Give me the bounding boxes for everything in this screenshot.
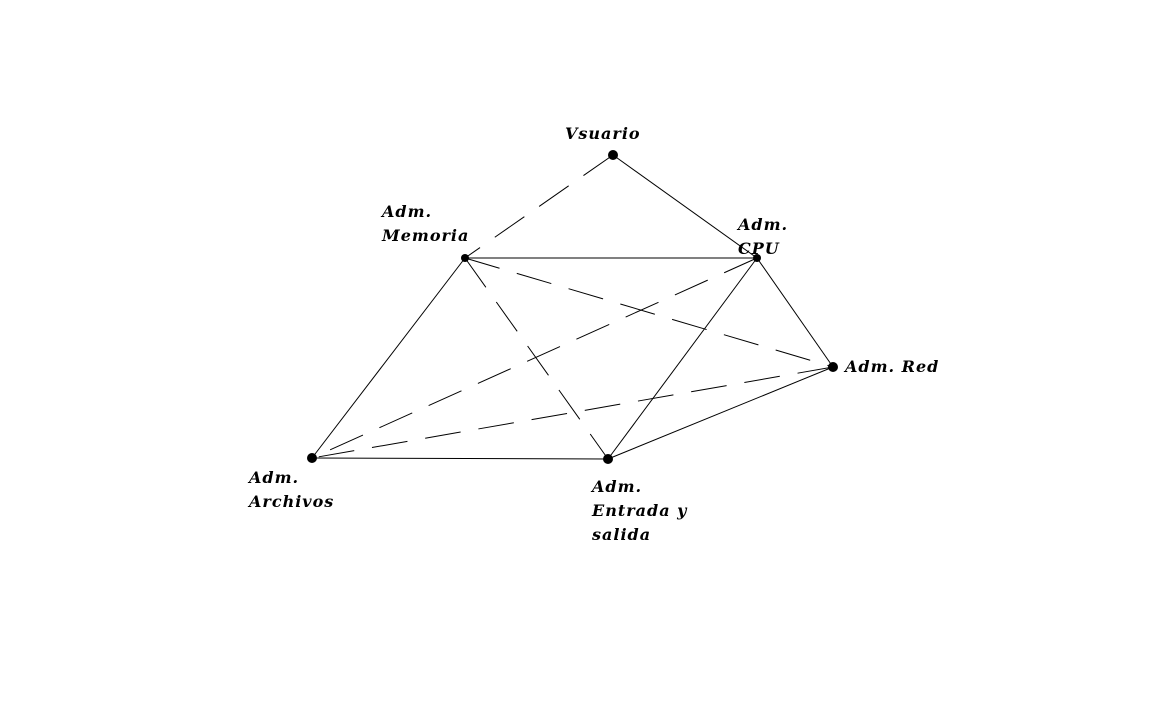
label-line: Memoria	[382, 226, 470, 245]
label-line: Entrada y	[592, 501, 688, 520]
label-line: Adm.	[738, 215, 789, 234]
edge-usuario-memoria	[464, 154, 614, 259]
label-line: Adm.	[249, 468, 300, 487]
node-label-memoria: Adm. Memoria	[382, 200, 469, 248]
label-line: Adm.	[592, 477, 643, 496]
node-archivos	[307, 453, 317, 463]
edge-cpu-red	[756, 257, 834, 368]
edge-memoria-es	[464, 257, 609, 460]
edge-red-archivos	[311, 366, 834, 459]
edge-archivos-es	[311, 457, 609, 460]
edge-cpu-es	[607, 257, 758, 460]
edge-red-es	[607, 366, 834, 460]
node-label-red: Adm. Red	[845, 357, 940, 376]
label-line: Adm.	[382, 202, 433, 221]
edge-usuario-cpu	[612, 154, 758, 259]
node-red	[828, 362, 838, 372]
node-label-es: Adm. Entrada y salida	[592, 475, 687, 547]
label-line: CPU	[738, 239, 780, 258]
node-label-usuario: Vsuario	[565, 124, 641, 143]
label-line: salida	[592, 525, 652, 544]
node-cpu	[753, 254, 761, 262]
edge-memoria-red	[464, 257, 834, 368]
edge-cpu-archivos	[311, 257, 758, 459]
node-es	[603, 454, 613, 464]
node-usuario	[608, 150, 618, 160]
node-memoria	[461, 254, 469, 262]
node-label-archivos: Adm. Archivos	[249, 466, 334, 514]
node-label-cpu: Adm. CPU	[738, 213, 788, 261]
edge-memoria-archivos	[311, 257, 466, 459]
label-line: Archivos	[249, 492, 335, 511]
